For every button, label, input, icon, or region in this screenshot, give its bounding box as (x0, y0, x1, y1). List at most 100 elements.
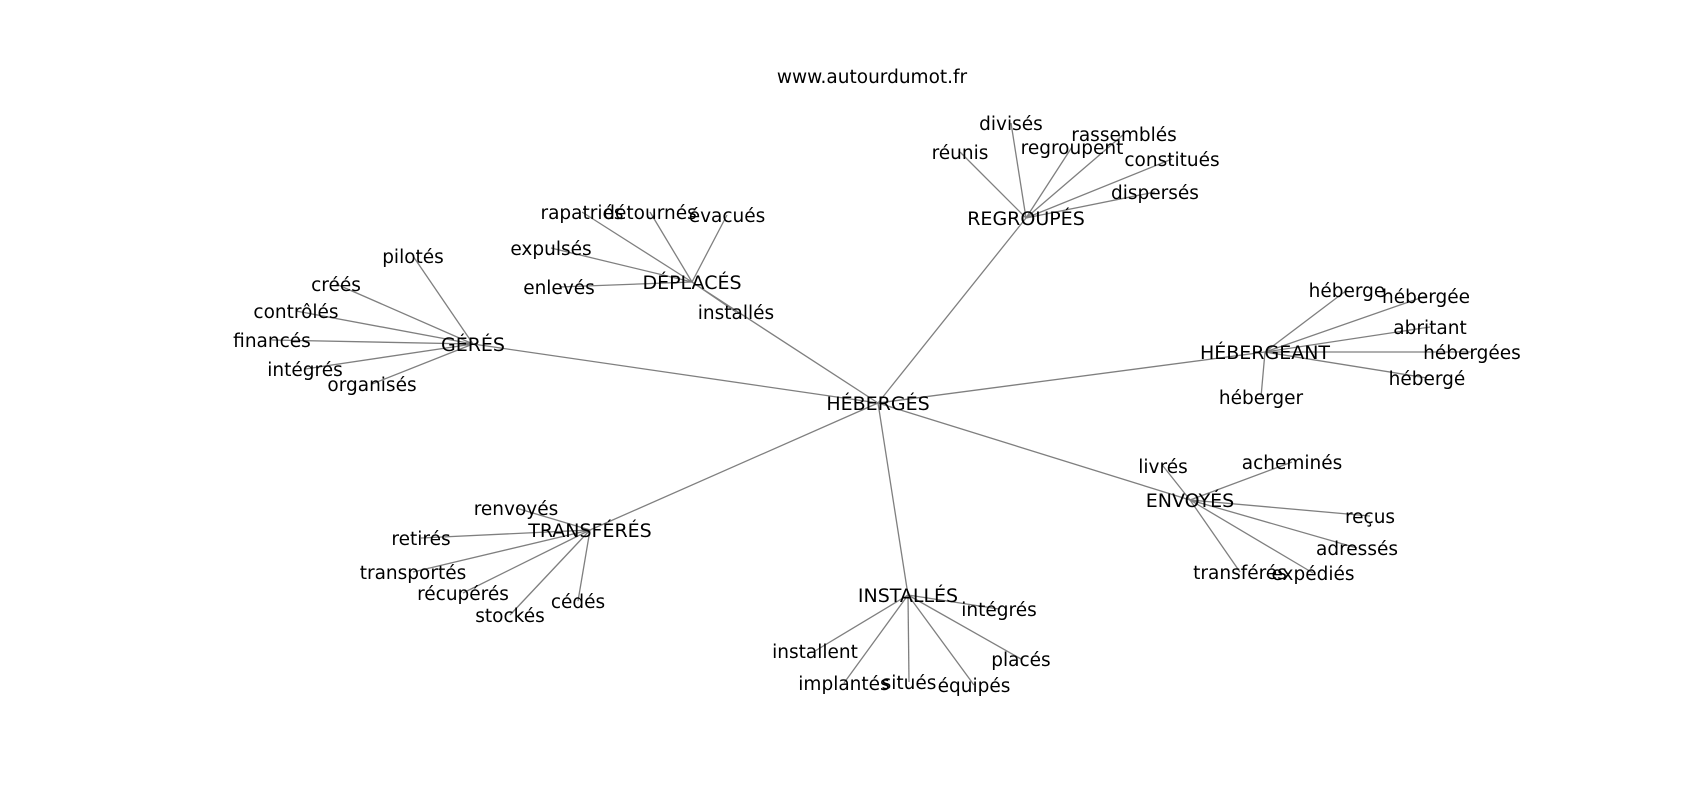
edge-center-to-hub (877, 402, 1191, 501)
hub-node[interactable]: REGROUPÉS (967, 207, 1085, 230)
edge-hub-to-word (1025, 133, 1125, 219)
edge-hub-to-word (1189, 499, 1358, 549)
edge-hub-to-word (1264, 289, 1348, 353)
edge-hub-to-word (558, 281, 693, 288)
edge-hub-to-word (550, 247, 693, 283)
hub-node[interactable]: ENVOYÉS (1146, 489, 1234, 512)
word-node[interactable]: enlevés (523, 278, 595, 299)
word-node[interactable]: expulsés (510, 239, 591, 260)
word-node[interactable]: cédés (551, 592, 605, 613)
word-node[interactable]: dispersés (1111, 183, 1199, 204)
edge-hub-to-word (1189, 499, 1314, 574)
edge-hub-to-word (1025, 146, 1073, 219)
edge-hub-to-word (1260, 351, 1266, 398)
edge-hub-to-word (1189, 499, 1241, 573)
edge-hub-to-word (1264, 326, 1431, 353)
word-node[interactable]: livrés (1138, 457, 1187, 478)
edge-hub-to-word (462, 529, 591, 594)
labels: www.autourdumot.fr pilotés créés contrôlés… (233, 67, 1521, 697)
word-node[interactable]: implantés (798, 674, 889, 695)
word-node[interactable]: reçus (1345, 507, 1395, 528)
word-node[interactable]: évacués (689, 206, 766, 227)
word-node[interactable]: héberge (1309, 281, 1386, 302)
word-node[interactable]: financés (233, 331, 311, 352)
edge-hub-to-word (907, 594, 1022, 660)
word-node[interactable]: adressés (1316, 539, 1398, 560)
word-node[interactable]: renvoyés (474, 499, 559, 520)
edge-hub-to-word (295, 310, 474, 345)
edge-center-to-hub (877, 217, 1027, 404)
word-node[interactable]: pilotés (382, 247, 444, 268)
edge-hub-to-word (371, 343, 474, 385)
hub-node[interactable]: TRANSFÉRÉS (527, 519, 652, 542)
center-node[interactable]: HÉBERGÉS (826, 392, 929, 415)
hub-node[interactable]: INSTALLÉS (858, 584, 958, 607)
word-node[interactable]: acheminés (1242, 453, 1343, 474)
source-label: www.autourdumot.fr (777, 67, 968, 88)
word-node[interactable]: rassemblés (1071, 125, 1177, 146)
word-node[interactable]: récupérés (417, 584, 509, 605)
word-node[interactable]: intégrés (267, 360, 342, 381)
edge-hub-to-word (304, 343, 474, 370)
word-node[interactable]: détournés (603, 203, 696, 224)
edge-center-to-hub (877, 351, 1266, 404)
word-node[interactable]: transférés (1193, 563, 1287, 584)
word-node[interactable]: hébergée (1382, 287, 1470, 308)
word-node[interactable]: rapatriés (540, 203, 623, 224)
edge-hub-to-word (1264, 351, 1428, 379)
word-node[interactable]: contrôlés (253, 302, 338, 323)
word-node[interactable]: installés (698, 303, 774, 324)
edge-hub-to-word (1010, 122, 1027, 219)
word-node[interactable]: expédiés (1271, 564, 1354, 585)
word-node[interactable]: hébergées (1423, 343, 1521, 364)
word-node[interactable]: installent (772, 642, 858, 663)
word-node[interactable]: hébergé (1389, 369, 1466, 390)
hub-node[interactable]: DÉPLACÉS (642, 271, 741, 294)
word-node[interactable]: réunis (932, 143, 989, 164)
edge-hub-to-word (509, 529, 591, 616)
word-node[interactable]: équipés (938, 676, 1011, 697)
word-node[interactable]: situés (882, 673, 937, 694)
edge-hub-to-word (907, 594, 975, 686)
edge-center-to-hub (472, 343, 879, 404)
edge-hub-to-word (814, 594, 909, 652)
edge-hub-to-word (335, 283, 474, 345)
edge-hub-to-word (843, 594, 909, 684)
edge-hub-to-word (691, 214, 728, 283)
edge-hub-to-word (1162, 465, 1191, 501)
edge-center-to-hub (877, 402, 909, 596)
edge-hub-to-word (1025, 158, 1173, 219)
edge-hub-to-word (577, 529, 591, 602)
edge-hub-to-word (412, 529, 591, 573)
edge-hub-to-word (1264, 295, 1427, 353)
edge-hub-to-word (1189, 499, 1371, 517)
word-node[interactable]: divisés (979, 114, 1043, 135)
word-node[interactable]: intégrés (961, 600, 1036, 621)
word-node[interactable]: créés (311, 275, 361, 296)
edge-center-to-hub (589, 402, 879, 531)
edge-center-to-hub (691, 281, 879, 404)
edge-hub-to-word (271, 339, 474, 345)
edges (271, 122, 1472, 686)
edge-hub-to-word (907, 594, 910, 683)
edge-hub-to-word (1025, 191, 1156, 219)
word-node[interactable]: placés (991, 650, 1050, 671)
edge-hub-to-word (959, 151, 1027, 219)
word-node[interactable]: constitués (1124, 150, 1219, 171)
edge-hub-to-word (420, 529, 591, 539)
edge-hub-to-word (581, 211, 693, 283)
word-node[interactable]: regroupent (1021, 138, 1124, 159)
word-node[interactable]: organisés (327, 375, 416, 396)
word-node[interactable]: héberger (1219, 388, 1304, 409)
word-node[interactable]: abritant (1393, 318, 1466, 339)
hub-node[interactable]: HÉBERGEANT (1200, 341, 1330, 364)
edge-hub-to-word (691, 281, 737, 313)
word-node[interactable]: transportés (360, 563, 467, 584)
edge-hub-to-word (907, 594, 1000, 610)
hub-node[interactable]: GÉRÉS (441, 333, 505, 356)
word-node[interactable]: retirés (391, 529, 450, 550)
word-node[interactable]: stockés (475, 606, 544, 627)
edge-hub-to-word (412, 255, 474, 345)
edge-hub-to-word (1189, 461, 1293, 501)
